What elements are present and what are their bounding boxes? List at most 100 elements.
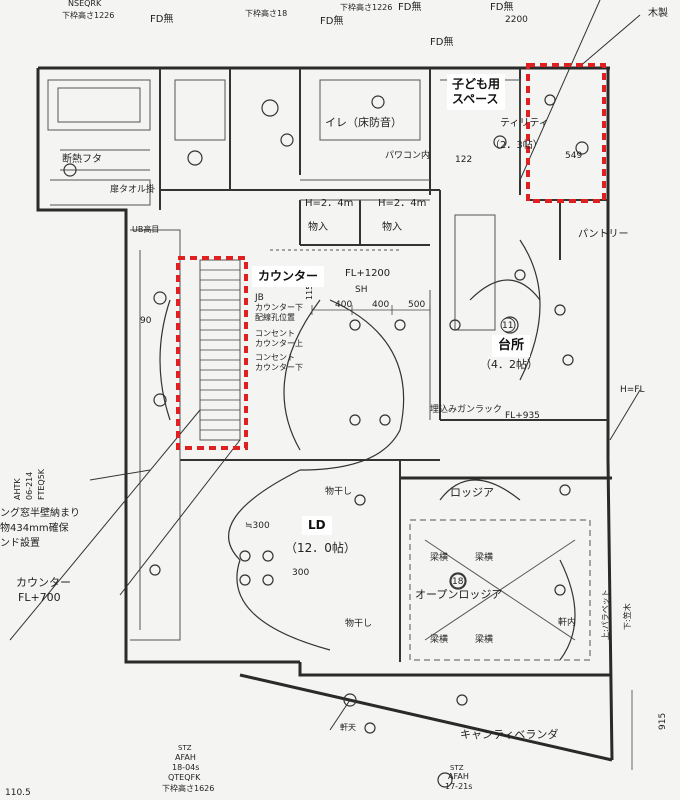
danpo-text: 断熱フタ [62,152,102,165]
plan-line [298,662,612,677]
fixture-symbol [262,574,274,586]
outlet2-text: コンセント [255,353,295,362]
jb-text: JB [254,293,264,303]
sash-text-1: 下枠高さ1226 [62,10,114,20]
jb-note-2: 配線孔位置 [255,312,295,322]
plan-line [439,479,521,501]
fixture-symbol [500,317,516,333]
fixture-symbol [493,135,507,149]
left-note-2: 物434mm確保 [0,521,69,534]
dim-2200: 2200 [505,15,528,25]
counter-fl2-text: FL+700 [18,591,61,604]
h24b-text: H=2．4m [378,198,426,209]
fixture-symbol [349,414,361,426]
fixture-symbol [187,150,203,166]
fixture-symbol [349,319,361,331]
plan-line [236,559,331,651]
dim-549: 549 [565,151,582,161]
outer-walls [36,66,614,762]
qteqfk-text: QTEQFK [168,773,201,782]
plan-line [424,539,576,641]
fixture-symbol [562,354,574,366]
fixture-symbol [280,133,294,147]
room-number-markers [450,317,516,589]
fixture-symbol [554,584,566,596]
fd-text-4: FD無 [490,0,513,13]
kitchen-no-text: 11 [502,321,513,331]
d400b-text: 400 [372,300,389,310]
monohoshi-text-2: 物干し [345,617,372,629]
rack-text: 埋込みガンラック [430,404,502,415]
plan-line [9,409,201,641]
dim-300a-text: ≒300 [245,521,270,531]
fixture-symbol [449,572,467,590]
fixture-symbol [554,304,566,316]
roggia-text: ロッジア [450,486,494,499]
counter-highlight [176,256,248,450]
fixture-symbol [63,163,77,177]
plan-line [239,673,613,762]
kenai-text: 軒内 [558,616,576,628]
plan-line [228,469,301,561]
outlet2b-text: カウンター下 [255,363,303,372]
dim-122: 122 [455,155,472,165]
dim-300b-text: 300 [292,568,309,578]
fixture-symbol [153,393,167,407]
stz1-text: STZ [178,744,192,752]
outlet1-text: コンセント [255,329,295,338]
open-roggia-text: オープンロッジア [415,588,502,601]
child-space-label: 子ども用 スペース [447,74,506,110]
beam-text-2: 梁横 [475,551,493,563]
dim-90-text: 90 [140,316,152,326]
vanity-text: パワコン内 [385,149,430,161]
afah1b-text: 18-04s [172,763,199,772]
ld-area-text: （12．0帖） [285,540,356,555]
fd-text-1: FD無 [150,12,173,25]
towel-text: 扉タオル掛 [110,183,155,195]
parapet-text-1: 上:パラペット [601,589,610,640]
storage2-text: 物入 [382,220,402,233]
fixture-symbol [239,574,251,586]
plan-line [47,79,151,131]
fixture-symbol [354,494,366,506]
dim-915-text: 915 [658,713,668,730]
toilet-text: イレ（床防音） [325,115,402,129]
plan-line [519,0,601,181]
monohoshi-text-1: 物干し [325,485,352,497]
kitchen-label: 台所 [492,335,531,358]
plan-line [409,519,591,661]
pantry-text: パントリー [578,228,629,240]
fixture-symbol [149,564,161,576]
roggia-no-text: 18 [452,577,464,587]
plan-line [319,79,421,141]
counter-fl-text: カウンター [16,576,71,589]
fixture-symbol [450,573,466,589]
fd-text-3: FD無 [398,0,421,13]
ub-text: UB高目 [132,224,159,234]
storage1-text: 物入 [308,220,328,233]
fd-mid-text: FD無 [430,35,453,48]
fl935-text: FL+935 [505,411,540,421]
jb-note-1: カウンター下 [255,303,303,312]
sash-text-2: 下枠高さ18 [245,8,287,18]
highlight-boxes [176,63,606,450]
stz2-text: STZ [450,764,464,772]
plan-line [119,439,241,596]
parapet-text-2: 下:笠木 [622,603,632,630]
dim-1150-text: 1150 [305,280,314,300]
plan-line [174,79,226,141]
beam-text-1: 梁横 [430,551,448,563]
fixture-symbol [261,99,279,117]
fixture-symbol [575,141,589,155]
plan-line [606,68,614,761]
plan-line [454,214,496,331]
nseqrk-text: NSEQRK [68,0,102,8]
fixture-symbol [364,722,376,734]
dim-110-text: 110.5 [5,788,31,798]
plan-line [609,389,641,441]
light-circuit-arcs [159,239,576,661]
fixture-symbol [456,694,468,706]
plan-line [57,87,141,123]
sash-bottom-text: 下枠高さ1626 [162,783,214,793]
